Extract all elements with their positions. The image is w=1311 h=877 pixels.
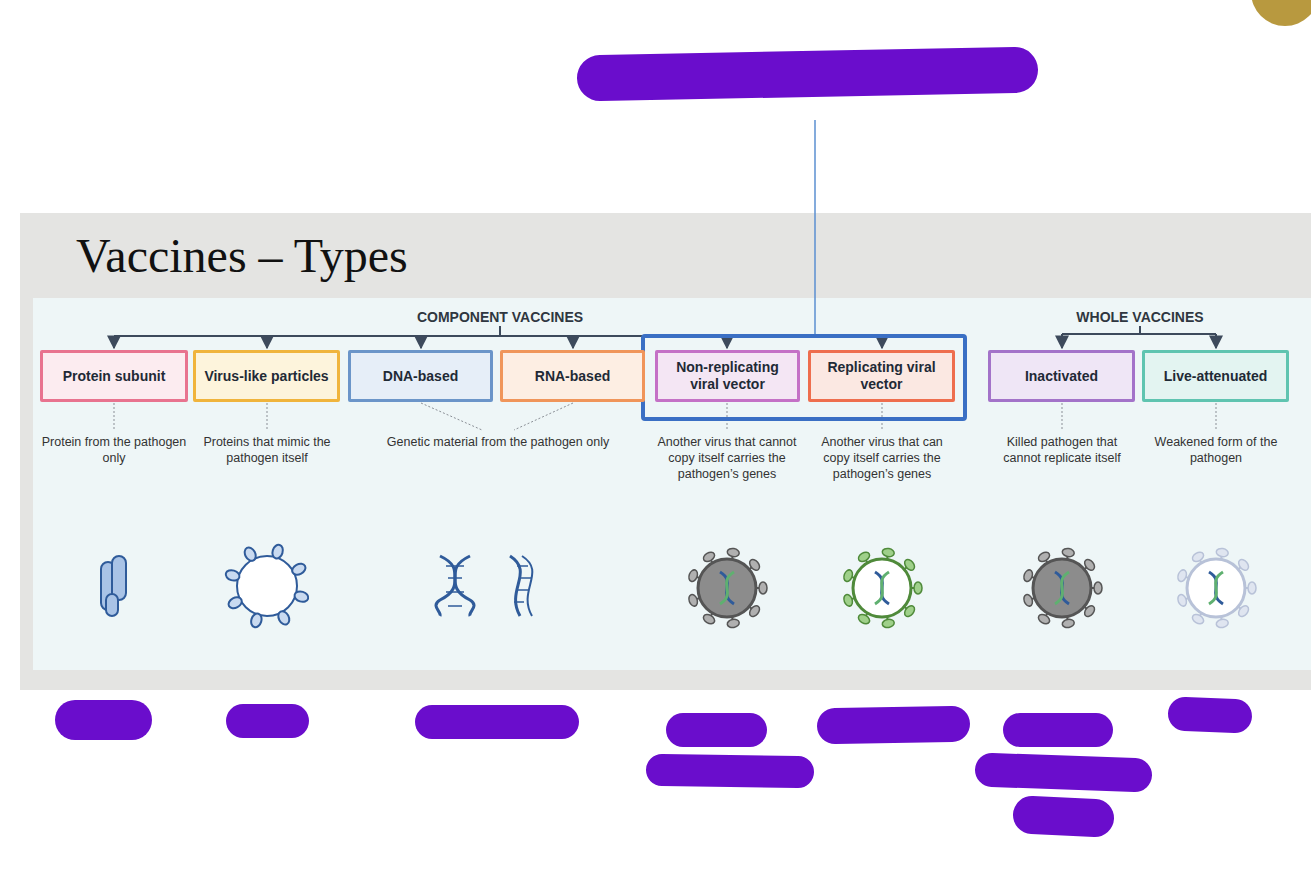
spike-head	[227, 595, 244, 610]
virus-icon	[1022, 548, 1102, 629]
spike-head	[687, 593, 699, 607]
spike-head	[293, 590, 309, 604]
helix	[1209, 572, 1223, 604]
helix	[875, 572, 889, 604]
type-description: Another virus that can copy itself carri…	[812, 434, 952, 482]
spike-head	[1216, 548, 1229, 558]
virus-body	[1187, 559, 1245, 617]
corner-circle	[1251, 0, 1311, 26]
box-label: Non-replicating viral vector	[658, 359, 797, 393]
vaccine-type-box: Inactivated	[988, 350, 1135, 402]
vaccine-type-box: Replicating viral vector	[808, 350, 955, 402]
spike-head	[914, 582, 922, 594]
vaccine-type-box: DNA-based	[348, 350, 493, 402]
spike-head	[687, 569, 699, 583]
helix	[1055, 572, 1069, 604]
helix	[720, 572, 734, 604]
virus-body	[698, 559, 756, 617]
slide-panel	[20, 213, 1311, 690]
box-label: RNA-based	[529, 368, 616, 385]
figure-panel	[33, 298, 1311, 670]
box-label: Inactivated	[1019, 368, 1104, 385]
box-label: Replicating viral vector	[811, 359, 952, 393]
highlight-frame	[643, 336, 965, 419]
spike-head	[727, 618, 740, 628]
virus-body	[1033, 559, 1091, 617]
spike-head	[1176, 593, 1188, 607]
spike-head	[224, 569, 240, 583]
helix	[1209, 572, 1223, 604]
spike-head	[1022, 569, 1034, 583]
vaccine-type-box: Protein subunit	[40, 350, 188, 402]
spike-head	[1176, 569, 1188, 583]
base-pairs	[446, 566, 531, 606]
spike-head	[759, 582, 767, 594]
spike-head	[727, 548, 740, 558]
leader-lines	[114, 403, 1216, 430]
vaccine-type-box: RNA-based	[500, 350, 645, 402]
spike-head	[271, 543, 285, 559]
slide-title: Vaccines – Types	[76, 228, 408, 284]
spike-head	[1248, 582, 1256, 594]
box-label: Virus-like particles	[198, 368, 334, 385]
spike-head	[882, 548, 895, 558]
spike-head	[842, 593, 854, 607]
vlp-icon	[224, 543, 309, 628]
spike-head	[842, 569, 854, 583]
helix	[875, 572, 889, 604]
helix	[1055, 572, 1069, 604]
vaccine-type-box: Virus-like particles	[193, 350, 340, 402]
helix	[720, 572, 734, 604]
group-heading: WHOLE VACCINES	[1010, 308, 1270, 326]
group-heading: COMPONENT VACCINES	[340, 308, 660, 326]
type-description: Another virus that cannot copy itself ca…	[657, 434, 797, 482]
spike-head	[243, 546, 258, 563]
protein-icon	[101, 556, 126, 616]
box-label: Live-attenuated	[1158, 368, 1273, 385]
box-label: Protein subunit	[57, 368, 172, 385]
spike-head	[1094, 582, 1102, 594]
virus-icon	[842, 548, 922, 629]
nucleic-acid-icon	[436, 556, 532, 616]
spike-head	[276, 609, 291, 626]
vaccine-type-box: Live-attenuated	[1142, 350, 1289, 402]
virus-body	[853, 559, 911, 617]
box-label: DNA-based	[377, 368, 464, 385]
annotation-line	[814, 120, 816, 335]
type-description: Proteins that mimic the pathogen itself	[192, 434, 342, 466]
type-description: Weakened form of the pathogen	[1146, 434, 1286, 466]
virus-icons	[687, 548, 1256, 629]
type-description: Genetic material from the pathogen only	[383, 434, 613, 450]
spike-head	[250, 612, 264, 628]
spike-head	[1062, 548, 1075, 558]
spike-head	[1216, 618, 1229, 628]
virus-icon	[1176, 548, 1256, 629]
virus-icon	[687, 548, 767, 629]
spike-head	[1022, 593, 1034, 607]
type-description: Protein from the pathogen only	[39, 434, 189, 466]
type-description: Killed pathogen that cannot replicate it…	[992, 434, 1132, 466]
spike-head	[1062, 618, 1075, 628]
redaction-scribbles	[75, 70, 1235, 818]
vaccine-type-box: Non-replicating viral vector	[655, 350, 800, 402]
spike-head	[290, 562, 307, 577]
spike-head	[882, 618, 895, 628]
